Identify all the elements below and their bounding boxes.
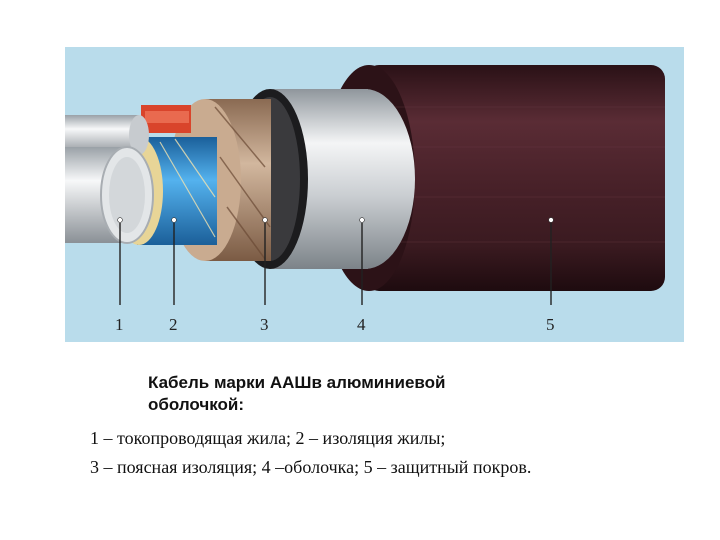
legend-line-2: 3 – поясная изоляция; 4 –оболочка; 5 – з… <box>90 457 532 477</box>
layer-label-2: 2 <box>169 315 178 334</box>
layer-label-3: 3 <box>260 315 269 334</box>
leader-dot-2 <box>171 217 177 223</box>
cable-diagram: 1 2 3 4 5 <box>65 47 684 342</box>
conductor-layer <box>65 115 154 244</box>
cable-illustration: 1 2 3 4 5 <box>65 65 665 334</box>
legend-line-1: 1 – токопроводящая жила; 2 – изоляция жи… <box>90 428 446 448</box>
layer-label-4: 4 <box>357 315 366 334</box>
layer-label-5: 5 <box>546 315 555 334</box>
leader-dot-1 <box>117 217 123 223</box>
layer-label-1: 1 <box>115 315 124 334</box>
figure-caption: Кабель марки ААШв алюминиевой оболочкой: <box>148 372 528 416</box>
leader-dot-3 <box>262 217 268 223</box>
caption-line-1: Кабель марки ААШв алюминиевой <box>148 373 446 392</box>
leader-dot-4 <box>359 217 365 223</box>
caption-line-2: оболочкой: <box>148 395 245 414</box>
leader-dot-5 <box>548 217 554 223</box>
